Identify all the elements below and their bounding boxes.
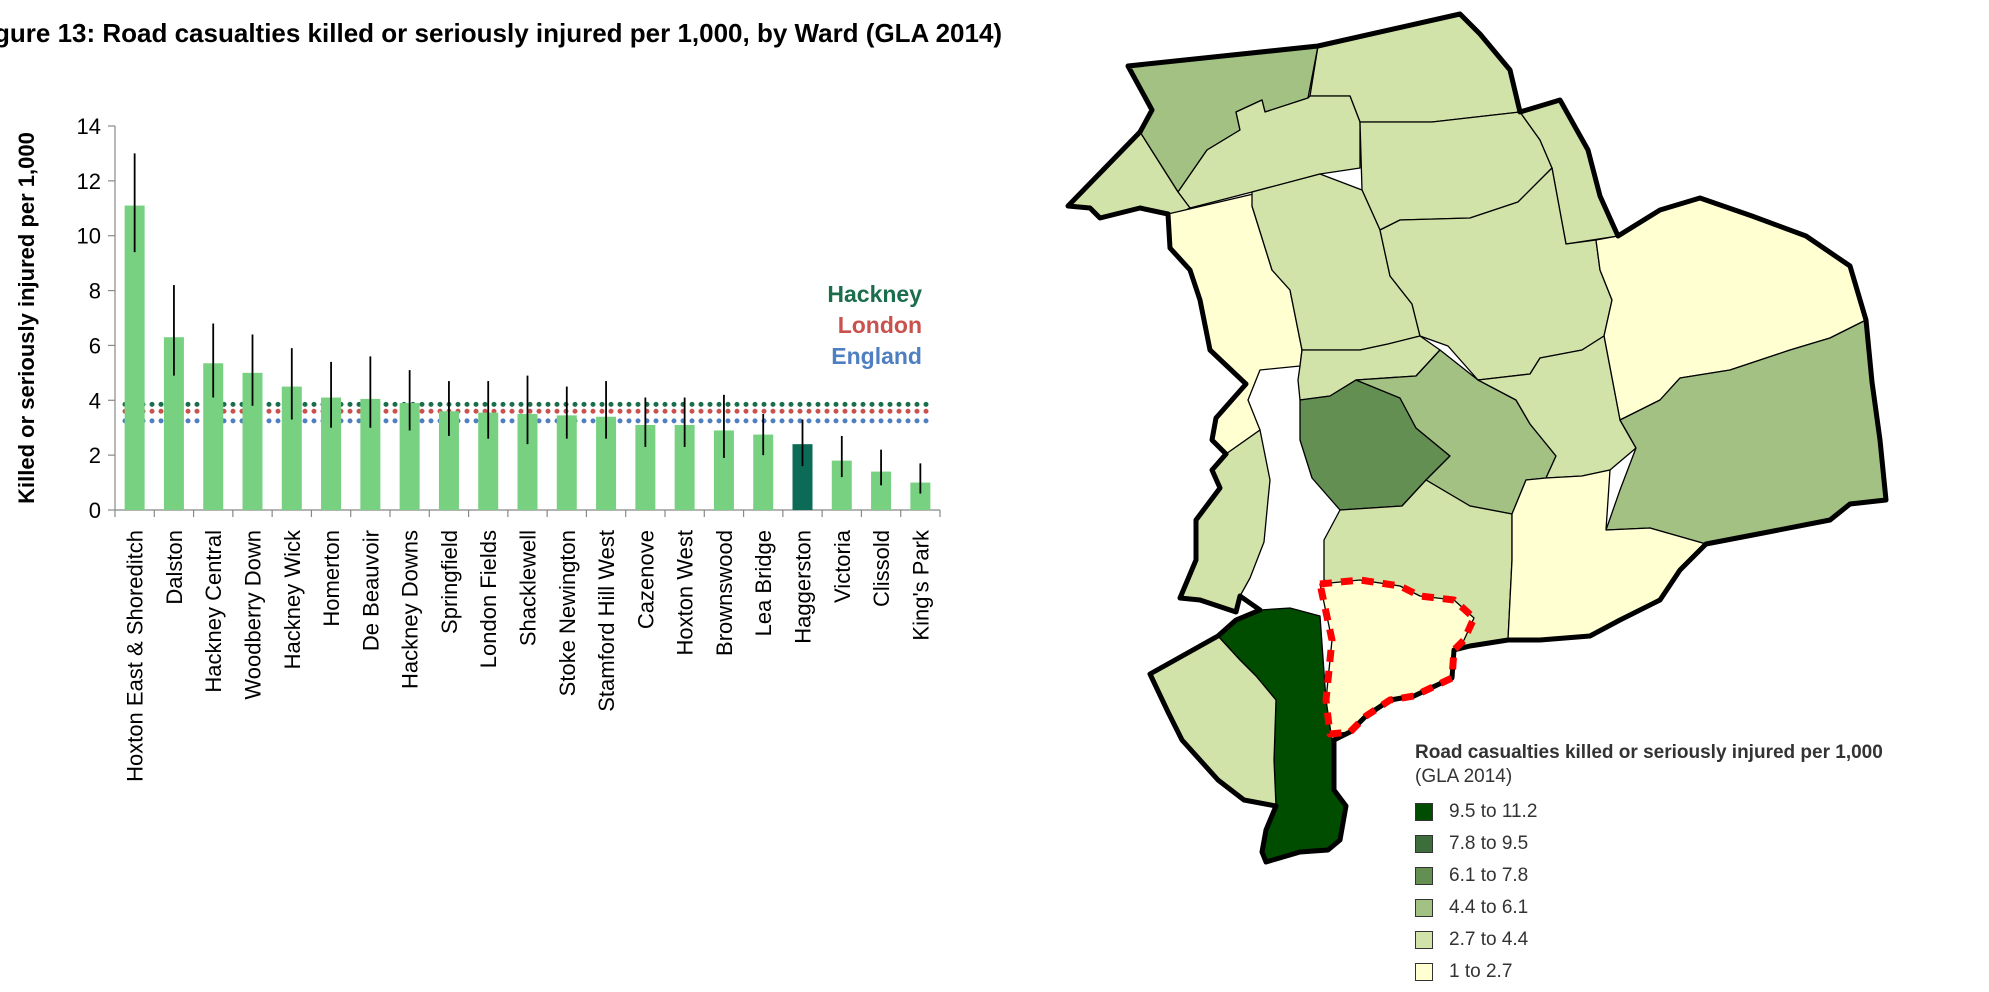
bar bbox=[438, 411, 459, 510]
legend-swatch bbox=[1415, 835, 1433, 853]
legend-items: 9.5 to 11.2 7.8 to 9.5 6.1 to 7.8 4.4 to… bbox=[1415, 796, 1989, 988]
legend-item: 6.1 to 7.8 bbox=[1415, 860, 1989, 892]
x-tick-label: De Beauvoir bbox=[358, 530, 383, 651]
x-tick-label: Homerton bbox=[319, 530, 344, 627]
legend-item: 1 to 2.7 bbox=[1415, 956, 1989, 988]
legend-swatch bbox=[1415, 963, 1433, 981]
bar bbox=[635, 424, 656, 510]
bar bbox=[556, 415, 577, 510]
bar bbox=[831, 460, 852, 510]
legend-item: 7.8 to 9.5 bbox=[1415, 828, 1989, 860]
y-tick-label: 12 bbox=[77, 169, 101, 194]
bar bbox=[871, 471, 892, 510]
x-tick-label: Springfield bbox=[437, 530, 462, 634]
bar bbox=[478, 412, 499, 510]
legend-label: 2.7 to 4.4 bbox=[1449, 929, 1529, 950]
x-tick-label: Cazenove bbox=[633, 530, 658, 629]
x-tick-label: London Fields bbox=[476, 530, 501, 668]
x-tick-label: King's Park bbox=[908, 529, 933, 641]
y-tick-label: 4 bbox=[89, 388, 101, 413]
y-tick-label: 8 bbox=[89, 279, 101, 304]
reference-label: England bbox=[831, 343, 922, 369]
legend-label: 9.5 to 11.2 bbox=[1449, 801, 1538, 822]
legend-swatch bbox=[1415, 803, 1433, 821]
bar bbox=[517, 414, 538, 510]
bar bbox=[713, 430, 734, 510]
ward-map bbox=[1065, 11, 1889, 865]
bar bbox=[792, 444, 813, 510]
y-axis-label: Killed or seriously injured per 1,000 bbox=[14, 132, 39, 504]
bar bbox=[163, 337, 184, 510]
bar bbox=[399, 403, 420, 510]
y-tick-label: 6 bbox=[89, 333, 101, 358]
x-tick-label: Shacklewell bbox=[516, 530, 541, 646]
x-tick-label: Lea Bridge bbox=[751, 530, 776, 636]
x-tick-label: Hackney Central bbox=[201, 530, 226, 693]
bar bbox=[321, 397, 342, 510]
legend-swatch bbox=[1415, 867, 1433, 885]
legend-subtitle: (GLA 2014) bbox=[1415, 766, 1513, 787]
x-tick-label: Brownswood bbox=[712, 530, 737, 656]
bar bbox=[242, 372, 263, 510]
bar bbox=[910, 482, 931, 510]
x-tick-label: Hackney Wick bbox=[280, 529, 305, 669]
y-tick-label: 14 bbox=[77, 114, 101, 139]
x-tick-label: Haggerston bbox=[791, 530, 816, 644]
legend-label: 6.1 to 7.8 bbox=[1449, 865, 1529, 886]
haggerston-outline bbox=[1316, 576, 1478, 738]
x-tick-label: Hoxton West bbox=[673, 530, 698, 656]
legend-title: Road casualties killed or seriously inju… bbox=[1415, 742, 1883, 763]
legend-item: 2.7 to 4.4 bbox=[1415, 924, 1989, 956]
reference-label: Hackney bbox=[827, 281, 922, 307]
x-tick-label: Stamford Hill West bbox=[594, 530, 619, 712]
error-bars bbox=[133, 153, 922, 494]
legend-label: 4.4 to 6.1 bbox=[1449, 897, 1529, 918]
ward-region bbox=[1477, 335, 1637, 479]
x-tick-label: Dalston bbox=[162, 530, 187, 605]
legend-item: 9.5 to 11.2 bbox=[1415, 796, 1989, 828]
bar bbox=[360, 398, 381, 510]
x-tick-label: Clissold bbox=[869, 530, 894, 607]
y-tick-label: 2 bbox=[89, 443, 101, 468]
x-tick-label: Hackney Downs bbox=[398, 530, 423, 689]
y-tick-label: 0 bbox=[89, 498, 101, 523]
legend-item: 4.4 to 6.1 bbox=[1415, 892, 1989, 924]
bar bbox=[124, 205, 145, 511]
x-tick-label: Hoxton East & Shoreditch bbox=[123, 530, 148, 782]
legend-label: 1 to 2.7 bbox=[1449, 961, 1513, 982]
bar bbox=[753, 434, 774, 510]
map-legend: Road casualties killed or seriously inju… bbox=[1415, 742, 1989, 988]
bar bbox=[281, 386, 302, 510]
map-wards bbox=[1065, 11, 1889, 865]
legend-swatch bbox=[1415, 899, 1433, 917]
ward-region bbox=[1177, 95, 1361, 209]
x-tick-label: Victoria bbox=[830, 529, 855, 603]
x-tick-label: Stoke Newington bbox=[555, 530, 580, 696]
bar bbox=[203, 363, 224, 510]
bar bbox=[674, 424, 695, 510]
chart-bars bbox=[124, 205, 931, 511]
legend-swatch bbox=[1415, 931, 1433, 949]
reference-label: London bbox=[838, 312, 922, 338]
x-tick-label: Woodberry Down bbox=[241, 530, 266, 700]
figure-title: gure 13: Road casualties killed or serio… bbox=[0, 18, 1003, 48]
bar bbox=[596, 416, 617, 510]
legend-label: 7.8 to 9.5 bbox=[1449, 833, 1529, 854]
y-tick-label: 10 bbox=[77, 224, 101, 249]
